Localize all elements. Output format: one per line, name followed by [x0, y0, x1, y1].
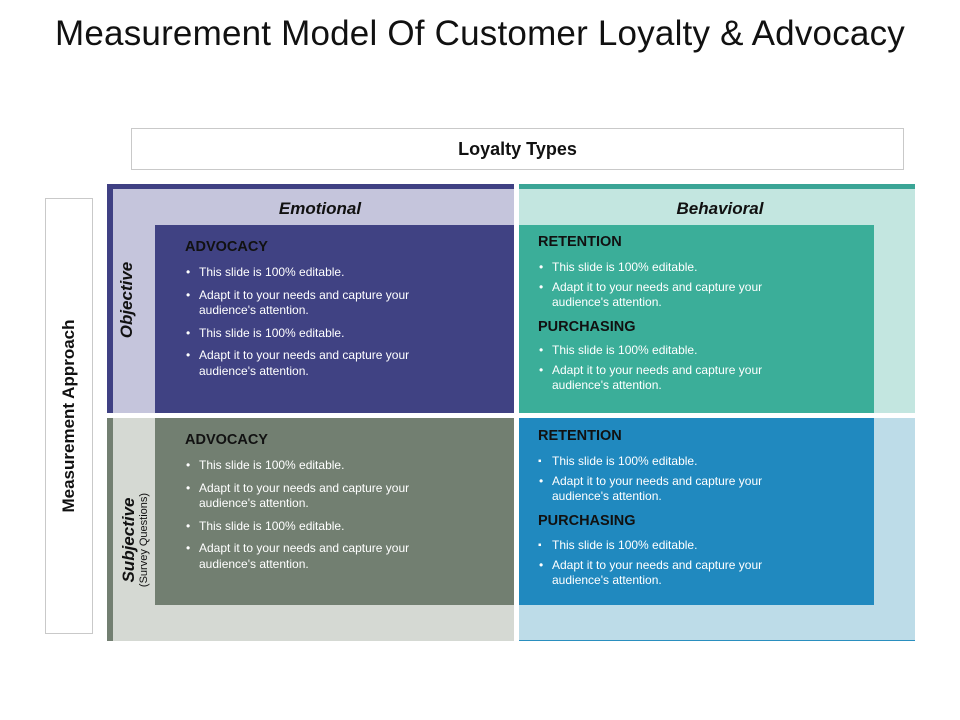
bullet-item: Adapt it to your needs and capture your … — [185, 288, 435, 319]
column-header-behavioral: Behavioral — [676, 199, 764, 218]
bullet-item: This slide is 100% editable. — [185, 265, 435, 281]
row-header-objective: Objective — [112, 230, 142, 370]
retention-bullet-list: This slide is 100% editable. Adapt it to… — [538, 260, 788, 311]
loyalty-types-header: Loyalty Types — [131, 128, 904, 170]
panel-emotional-subjective: ADVOCACY This slide is 100% editable. Ad… — [155, 418, 514, 605]
bullet-item: This slide is 100% editable. — [538, 538, 788, 554]
page-title: Measurement Model Of Customer Loyalty & … — [55, 14, 905, 53]
retention-heading: RETENTION — [538, 234, 622, 250]
bullet-item: Adapt it to your needs and capture your … — [185, 348, 435, 379]
bullet-item: This slide is 100% editable. — [538, 260, 788, 276]
row-header-subjective: Subjective (Survey Questions) — [112, 470, 158, 610]
row-label-subjective: Subjective — [119, 497, 138, 583]
panel-emotional-objective: ADVOCACY This slide is 100% editable. Ad… — [155, 225, 514, 413]
bullet-item: This slide is 100% editable. — [185, 458, 435, 474]
bullet-item: This slide is 100% editable. — [538, 343, 788, 359]
bullet-item: Adapt it to your needs and capture your … — [538, 363, 788, 394]
bullet-item: Adapt it to your needs and capture your … — [538, 280, 788, 311]
purchasing-bullet-list: This slide is 100% editable. Adapt it to… — [538, 343, 788, 394]
retention-bullet-list: This slide is 100% editable. Adapt it to… — [538, 454, 788, 505]
bullet-item: This slide is 100% editable. — [185, 519, 435, 535]
row-label-subjective-group: Subjective (Survey Questions) — [119, 492, 150, 588]
column-header-emotional: Emotional — [278, 199, 362, 218]
purchasing-heading: PURCHASING — [538, 513, 636, 529]
row-label-objective: Objective — [117, 261, 136, 339]
subjective-row-strip — [107, 418, 113, 641]
bullet-item: Adapt it to your needs and capture your … — [185, 541, 435, 572]
objective-row-strip — [107, 184, 113, 413]
purchasing-bullet-list: This slide is 100% editable. Adapt it to… — [538, 538, 788, 589]
bullet-item: This slide is 100% editable. — [185, 326, 435, 342]
panel-heading: ADVOCACY — [185, 239, 268, 255]
panel-behavioral-objective: RETENTION This slide is 100% editable. A… — [519, 225, 874, 413]
bullet-item: This slide is 100% editable. — [538, 454, 788, 470]
bullet-list: This slide is 100% editable. Adapt it to… — [185, 458, 435, 572]
retention-heading: RETENTION — [538, 428, 622, 444]
measurement-approach-label: Measurement Approach — [59, 319, 78, 513]
measurement-approach-box: Measurement Approach — [45, 198, 93, 634]
purchasing-heading: PURCHASING — [538, 319, 636, 335]
bullet-list: This slide is 100% editable. Adapt it to… — [185, 265, 435, 379]
panel-heading: ADVOCACY — [185, 432, 268, 448]
row-label-subjective-note: (Survey Questions) — [138, 492, 150, 588]
bullet-item: Adapt it to your needs and capture your … — [538, 474, 788, 505]
panel-behavioral-subjective: RETENTION This slide is 100% editable. A… — [519, 418, 874, 605]
bullet-item: Adapt it to your needs and capture your … — [185, 481, 435, 512]
bullet-item: Adapt it to your needs and capture your … — [538, 558, 788, 589]
